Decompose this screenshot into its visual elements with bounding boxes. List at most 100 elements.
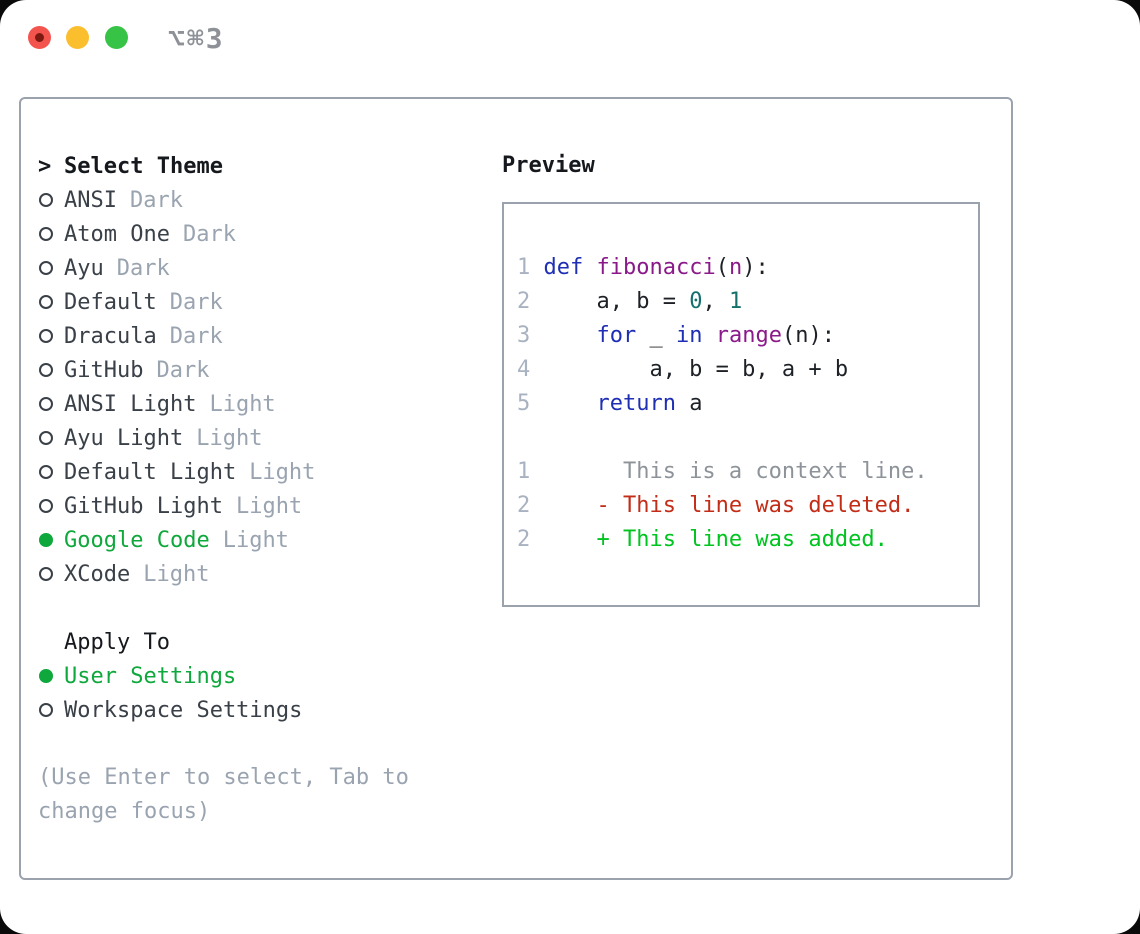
option-label: User Settings (64, 663, 237, 689)
option-label: GitHub Light (64, 493, 223, 519)
option-label: Default Light (64, 459, 237, 485)
code-segment: ): (742, 255, 769, 280)
theme-option[interactable]: Ayu Light Light (38, 421, 478, 455)
line-number: 4 (517, 357, 531, 382)
radio-icon (38, 227, 64, 241)
option-variant-label: Light (196, 425, 263, 451)
radio-icon (38, 431, 64, 445)
code-line: 2 + This line was added. (517, 523, 978, 557)
code-segment: a, b = (543, 289, 690, 314)
code-segment: (n): (781, 323, 835, 348)
option-label: ANSI Light (64, 391, 197, 417)
code-line: 2 a, b = 0, 1 (517, 285, 978, 319)
code-segment: a (675, 391, 703, 416)
option-label: Ayu (64, 255, 104, 281)
option-label: Dracula (64, 323, 157, 349)
radio-icon (38, 261, 64, 275)
radio-icon (38, 193, 64, 207)
preview-title: Preview (502, 153, 595, 178)
radio-icon (38, 499, 64, 513)
option-label: Workspace Settings (64, 697, 303, 723)
radio-icon (38, 397, 64, 411)
option-variant-label: Dark (182, 221, 236, 247)
line-number: 2 (517, 527, 531, 552)
code-segment: def (543, 255, 584, 280)
code-segment: n (728, 255, 743, 280)
line-number: 2 (517, 493, 531, 518)
option-variant-label: Dark (169, 289, 223, 315)
line-number: 1 (517, 255, 531, 280)
option-variant-label: Dark (116, 255, 170, 281)
code-line: 4 a, b = b, a + b (517, 353, 978, 387)
code-segment: return (596, 391, 676, 416)
theme-option[interactable]: Default Light Light (38, 455, 478, 489)
code-segment: ( (715, 255, 729, 280)
apply-to-option[interactable]: User Settings (38, 659, 478, 693)
radio-icon (38, 329, 64, 343)
theme-option[interactable]: XCode Light (38, 557, 478, 591)
option-variant-label: Light (249, 459, 316, 485)
code-segment: range (715, 323, 782, 348)
apply-to-option[interactable]: Workspace Settings (38, 693, 478, 727)
code-segment (583, 255, 596, 280)
code-line: 5 return a (517, 387, 978, 421)
option-variant-label: Light (222, 527, 289, 553)
theme-list-title: Select Theme (64, 153, 223, 179)
code-line: 1 This is a context line. (517, 455, 978, 489)
option-variant-label: Light (235, 493, 303, 519)
close-button[interactable] (28, 26, 51, 49)
code-line (517, 421, 978, 455)
minimize-button[interactable] (66, 26, 89, 49)
theme-option[interactable]: GitHub Light Light (38, 489, 478, 523)
code-segment: for (596, 323, 637, 348)
theme-option[interactable]: Default Dark (38, 285, 478, 319)
theme-option[interactable]: Ayu Dark (38, 251, 478, 285)
option-variant-label: Light (143, 561, 210, 587)
line-number: 3 (517, 323, 531, 348)
close-dot-icon (35, 33, 44, 42)
code-segment: + This line was added. (543, 527, 888, 552)
spacer (38, 727, 478, 761)
keyboard-hint: (Use Enter to select, Tab to change focu… (38, 765, 409, 824)
zoom-button[interactable] (105, 26, 128, 49)
option-label: ANSI (64, 187, 117, 213)
spacer (38, 591, 478, 625)
prompt-caret-icon: > (38, 153, 52, 179)
option-label: GitHub (64, 357, 144, 383)
code-segment: in (675, 323, 703, 348)
code-segment (543, 323, 596, 348)
option-variant-label: Dark (156, 357, 210, 383)
line-number: 5 (517, 391, 531, 416)
line-number: 2 (517, 289, 531, 314)
titlebar: ⌥⌘3 (0, 0, 1140, 97)
option-label: Atom One (64, 221, 170, 247)
theme-option[interactable]: Atom One Dark (38, 217, 478, 251)
code-segment (543, 391, 596, 416)
option-label: Ayu Light (64, 425, 184, 451)
code-line: 2 - This line was deleted. (517, 489, 978, 523)
code-segment: a, b = b, a + b (543, 357, 849, 382)
option-label: XCode (64, 561, 131, 587)
radio-icon (38, 363, 64, 377)
theme-option[interactable]: Dracula Dark (38, 319, 478, 353)
code-segment: _ (636, 323, 676, 348)
radio-icon (38, 703, 64, 717)
theme-option[interactable]: GitHub Dark (38, 353, 478, 387)
option-variant-label: Dark (169, 323, 223, 349)
radio-selected-icon (38, 533, 64, 547)
window-title: ⌥⌘3 (168, 22, 225, 55)
code-line: 3 for _ in range(n): (517, 319, 978, 353)
radio-icon (38, 465, 64, 479)
option-label: Default (64, 289, 157, 315)
radio-selected-icon (38, 669, 64, 683)
apply-to-header-row: Apply To (38, 625, 478, 659)
